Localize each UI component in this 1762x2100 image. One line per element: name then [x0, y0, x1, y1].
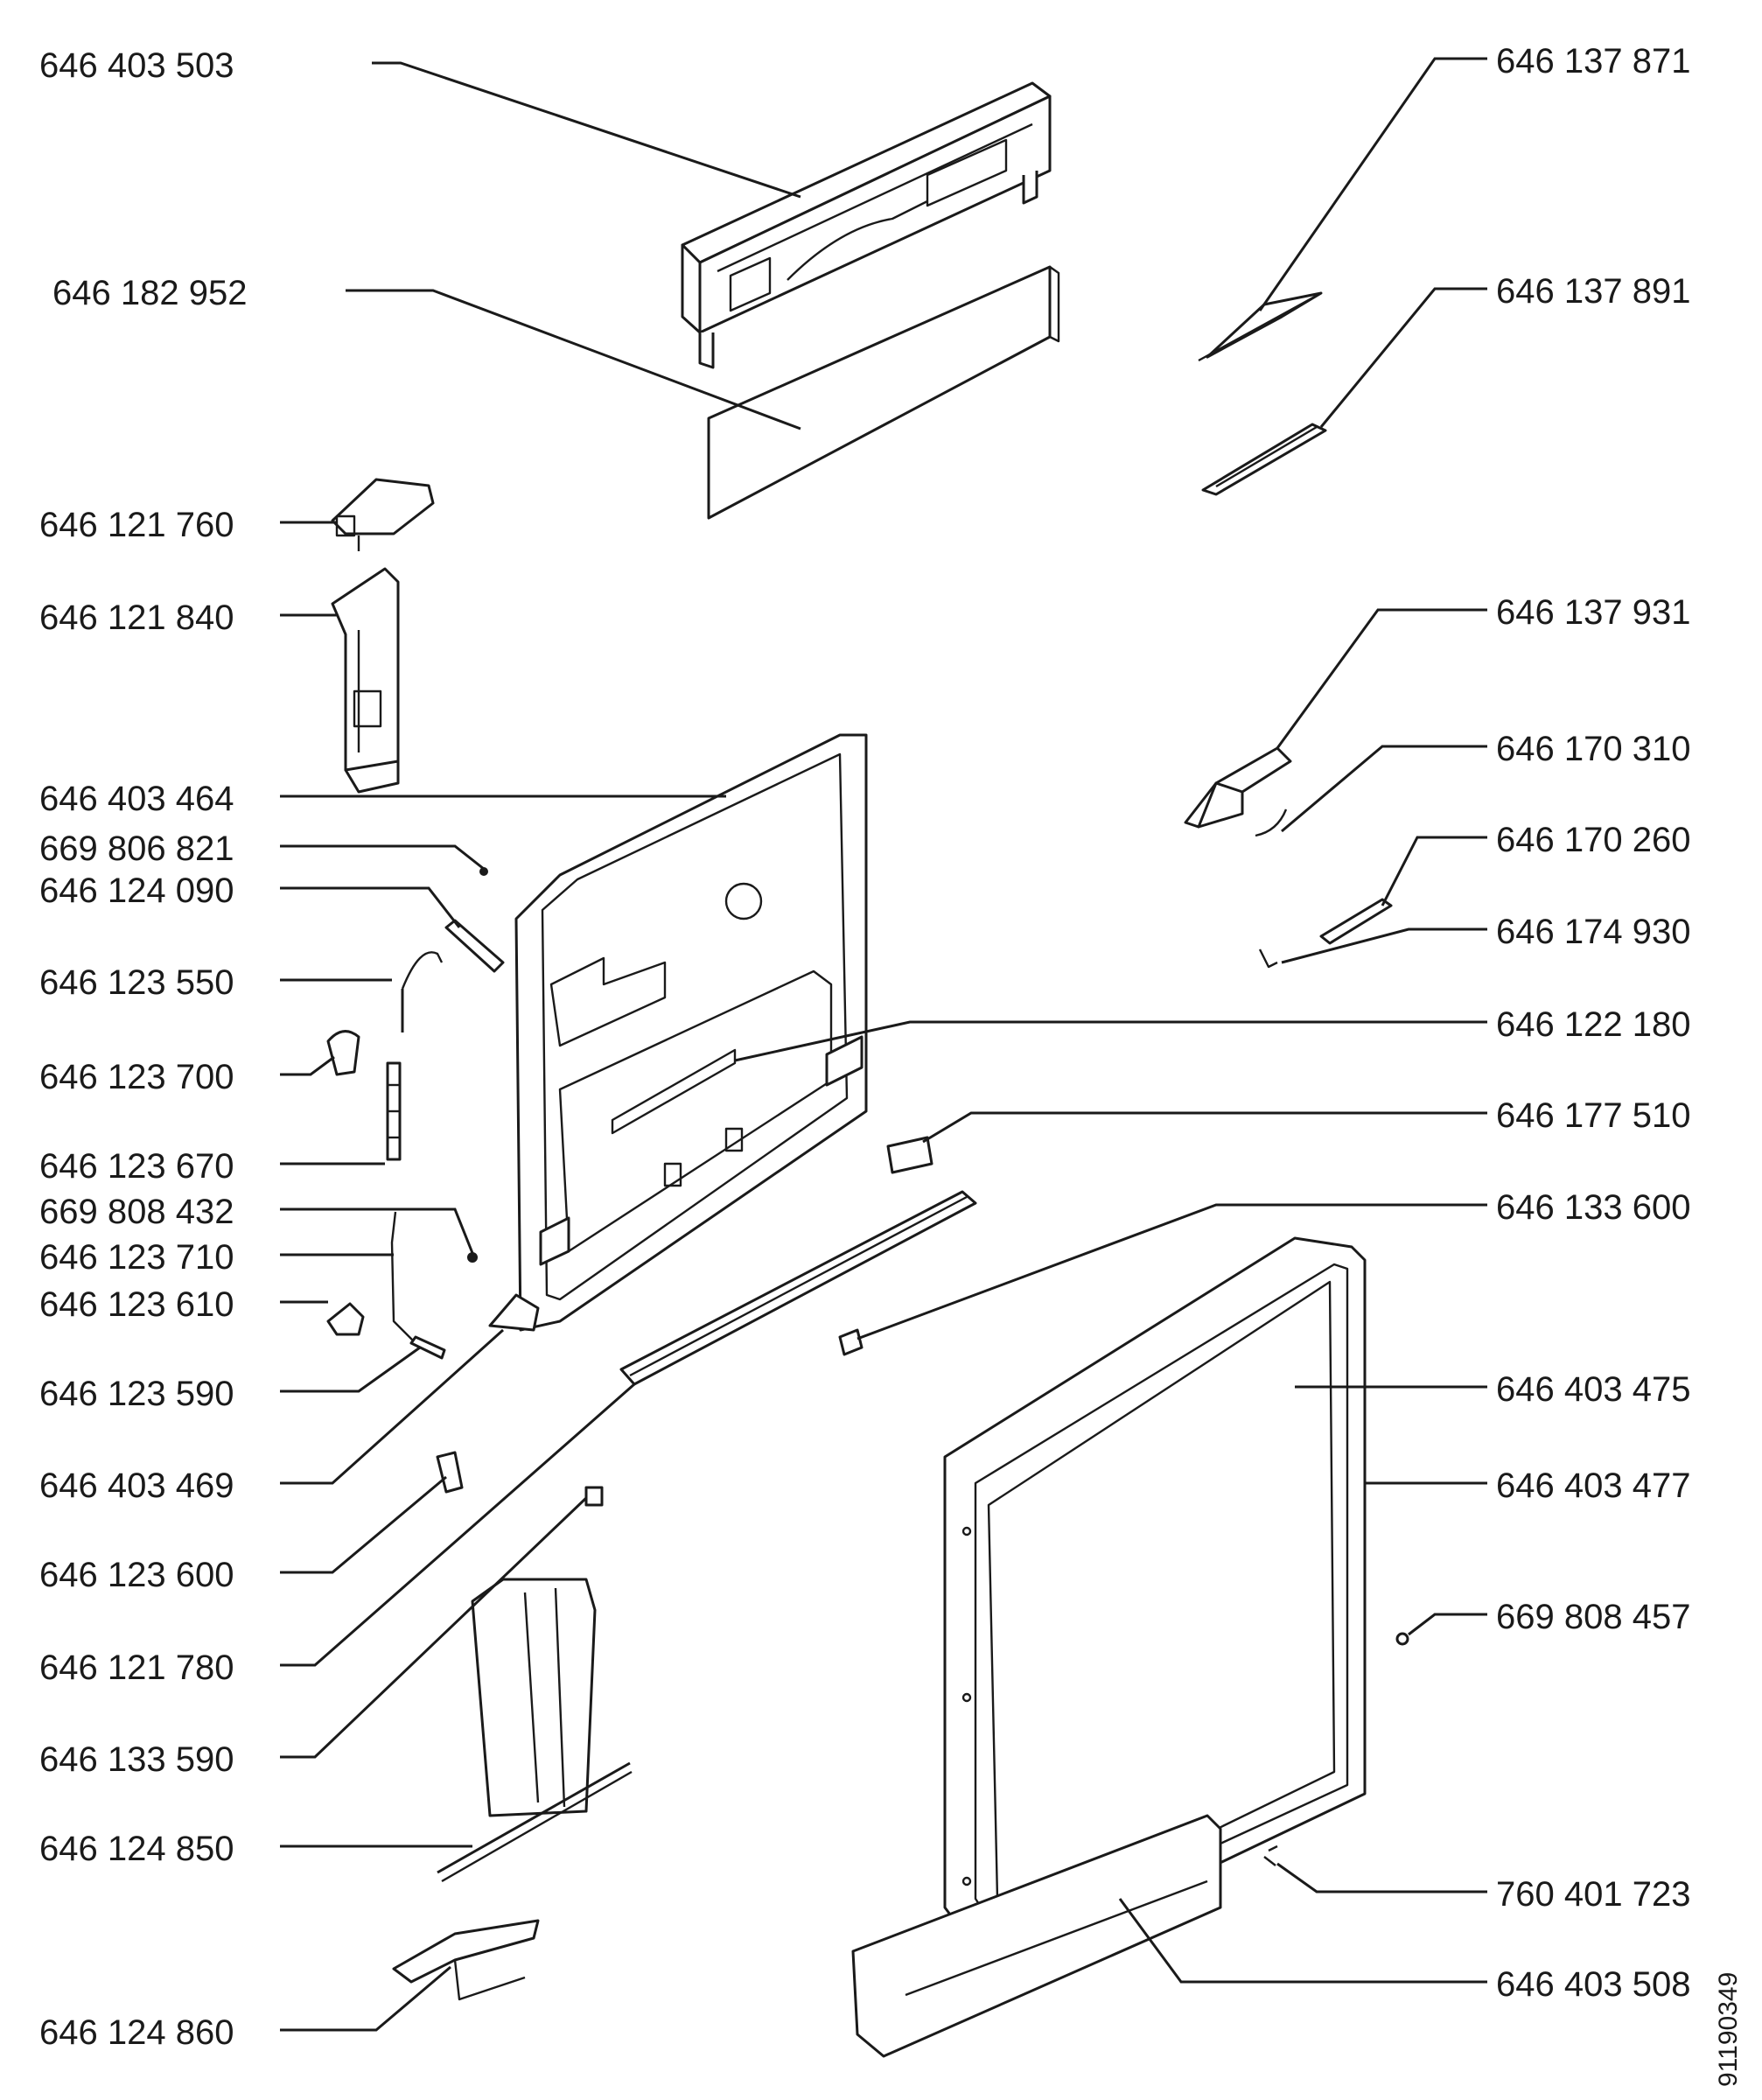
part-bracket-840 [331, 567, 400, 794]
part-hinge-850 [437, 1578, 633, 1883]
label-646-123-600: 646 123 600 [39, 1556, 234, 1594]
label-646-177-510: 646 177 510 [1496, 1096, 1690, 1135]
screw-457 [1395, 1632, 1409, 1646]
label-669-806-821: 669 806 821 [39, 830, 234, 868]
screw-723 [1263, 1844, 1278, 1866]
label-646-124-860: 646 124 860 [39, 2013, 234, 2052]
label-646-121-760: 646 121 760 [39, 506, 234, 544]
label-646-123-610: 646 123 610 [39, 1285, 234, 1324]
leader-lines [280, 57, 1487, 2032]
part-trim-508 [851, 1814, 1222, 2058]
part-bracket-760 [331, 478, 435, 551]
part-outer-door [943, 1236, 1367, 1944]
part-clip-871 [1198, 291, 1323, 362]
label-646-403-503: 646 403 503 [39, 46, 234, 85]
part-pin-930 [1258, 948, 1278, 969]
label-646-403-464: 646 403 464 [39, 780, 234, 818]
label-646-123-590: 646 123 590 [39, 1375, 234, 1413]
part-control-panel [681, 81, 1052, 369]
label-646-124-850: 646 124 850 [39, 1830, 234, 1868]
label-760-401-723: 760 401 723 [1496, 1875, 1690, 1914]
part-lever-260 [1319, 898, 1393, 945]
label-646-403-469: 646 403 469 [39, 1466, 234, 1505]
label-646-133-600: 646 133 600 [1496, 1188, 1690, 1227]
part-number-labels: 646 403 503 646 182 952 646 121 760 646 … [39, 42, 1743, 2087]
diagram-code: 91190349 [1714, 1972, 1743, 2087]
part-rail-780 [619, 1190, 977, 1386]
label-646-123-550: 646 123 550 [39, 963, 234, 1002]
label-646-121-840: 646 121 840 [39, 598, 234, 637]
label-646-137-891: 646 137 891 [1496, 272, 1690, 311]
label-646-137-871: 646 137 871 [1496, 42, 1690, 80]
label-646-123-670: 646 123 670 [39, 1147, 234, 1186]
label-646-123-710: 646 123 710 [39, 1238, 234, 1277]
part-bracket-931 [1184, 746, 1292, 829]
label-646-174-930: 646 174 930 [1496, 913, 1690, 951]
label-646-170-260: 646 170 260 [1496, 821, 1690, 859]
label-669-808-457: 669 808 457 [1496, 1598, 1690, 1636]
part-inner-door [488, 733, 868, 1332]
label-646-123-700: 646 123 700 [39, 1058, 234, 1096]
part-spring-310 [1255, 808, 1288, 837]
label-646-170-310: 646 170 310 [1496, 730, 1690, 768]
part-strip-891 [1201, 423, 1327, 496]
label-669-808-432: 669 808 432 [39, 1193, 234, 1231]
label-646-121-780: 646 121 780 [39, 1648, 234, 1687]
label-646-122-180: 646 122 180 [1496, 1005, 1690, 1044]
part-small-hardware [326, 867, 505, 1360]
part-clip-590 [584, 1486, 604, 1507]
label-646-124-090: 646 124 090 [39, 872, 234, 910]
label-646-137-931: 646 137 931 [1496, 593, 1690, 632]
part-clip-600 [436, 1451, 464, 1494]
label-646-182-952: 646 182 952 [52, 274, 247, 312]
label-646-403-475: 646 403 475 [1496, 1370, 1690, 1409]
part-latch-600 [838, 1328, 864, 1356]
part-panel-insert [707, 265, 1060, 520]
label-646-403-477: 646 403 477 [1496, 1466, 1690, 1505]
part-bracket-860 [392, 1919, 540, 2001]
label-646-403-508: 646 403 508 [1496, 1965, 1690, 2004]
label-646-133-590: 646 133 590 [39, 1740, 234, 1779]
part-hinge-cover-510 [886, 1136, 933, 1174]
